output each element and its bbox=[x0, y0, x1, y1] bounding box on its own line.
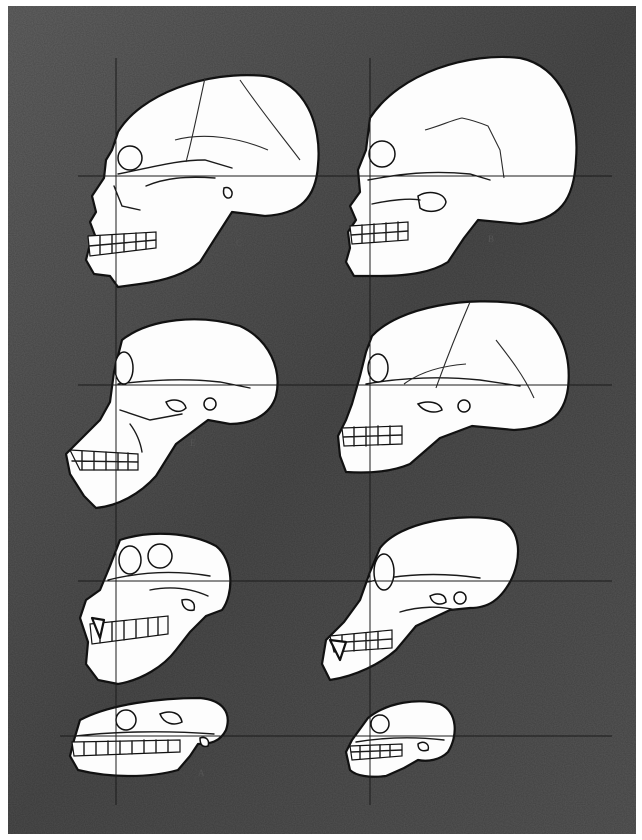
label-mid-left: E bbox=[190, 438, 196, 448]
label-top-left: C bbox=[236, 238, 242, 248]
label-bottom-left: A bbox=[198, 768, 205, 778]
label-top-right: B bbox=[488, 234, 494, 244]
